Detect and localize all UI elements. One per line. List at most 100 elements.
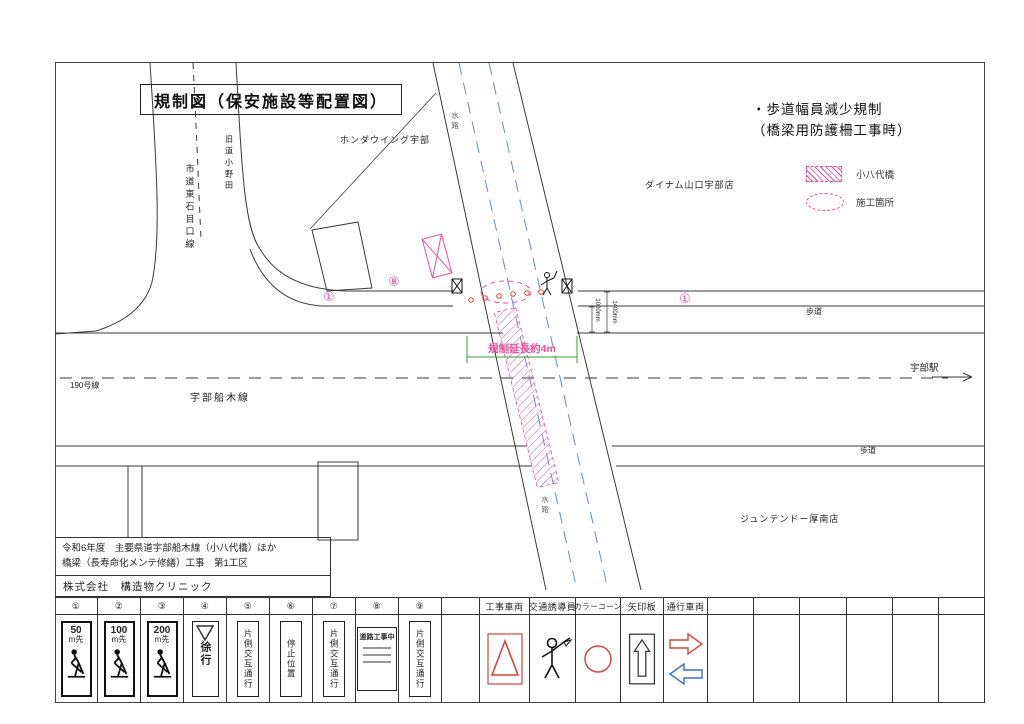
header-2: ② [98, 598, 141, 615]
arrow-board-icon [628, 633, 656, 685]
header-9: ⑨ [399, 598, 442, 615]
header-empty-6 [938, 598, 985, 615]
road-lines [54, 62, 985, 541]
header-spacer [442, 598, 480, 615]
sign-board-x-left [451, 278, 463, 294]
sign-50m-unit: m先 [68, 635, 84, 644]
legend-bridge-label: 小八代橋 [856, 170, 895, 181]
marker-8: ⑧ [388, 274, 400, 289]
alternating-traffic-text-3: 片側交互通行 [415, 629, 426, 689]
legend-row-site: 施工箇所 [806, 193, 894, 211]
label-waterway-bottom: 水路 [541, 494, 549, 514]
sign-cell-9: 片側交互通行 [399, 615, 442, 703]
alternating-traffic-sign-2: 片側交互通行 [323, 621, 345, 697]
header-1: ① [55, 598, 98, 615]
label-dim-1400: 1400mm [611, 300, 617, 323]
board-text-line [363, 654, 391, 656]
vertical-road-left-edge [54, 62, 158, 335]
drawing-title-box: 規制図（保安施設等配置図） [140, 84, 402, 115]
sign-cell-5: 片側交互通行 [227, 615, 270, 703]
parcel-boundary-line [309, 92, 437, 230]
slow-sign: 徐行 [191, 621, 219, 697]
color-cones [468, 289, 544, 303]
body-spacer [442, 615, 480, 703]
traffic-guide-figure [540, 270, 558, 296]
project-title-cell: 令和6年度 主要県道宇部船木線（小八代橋）ほか 橋梁（長寿命化メンテ修繕）工事 … [55, 538, 330, 577]
alternating-traffic-text-2: 片側交互通行 [329, 629, 340, 689]
work-notice-board [421, 233, 453, 279]
sign-50m-number: 50 [70, 625, 82, 636]
alternating-traffic-sign-1: 片側交互通行 [237, 621, 259, 697]
map-labels: ホンダウイング宇部 ダイナム山口宇部店 ジュンテンドー厚南店 宇部船木線 190… [70, 110, 939, 524]
sidewalk-line-left [249, 248, 453, 307]
board-text-line [363, 647, 391, 649]
bridge-work-hatched-strip [493, 306, 560, 489]
project-line-1: 令和6年度 主要県道宇部船木線（小八代橋）ほか [62, 543, 277, 554]
sign-cell-8: 道路工事中 [356, 615, 399, 703]
body-empty-4 [847, 615, 893, 703]
site-symbols [451, 270, 573, 296]
header-guide: 交通誘導員 [530, 598, 576, 615]
sign-100m: 100 m先 [103, 621, 135, 697]
note-line-2: （橋梁用防護柵工事時） [752, 122, 912, 138]
marker-1a: ① [323, 289, 335, 304]
sign-cell-2: 100 m先 [98, 615, 141, 703]
legend: 小八代橋 施工箇所 [806, 166, 894, 222]
header-arrow-board: 矢印板 [621, 598, 664, 615]
worker-icon [153, 649, 172, 678]
station-direction-arrow [932, 372, 973, 382]
left-arrow-icon [668, 662, 703, 686]
sign-cell-1: 50 m先 [55, 615, 98, 703]
header-empty-3 [800, 598, 847, 615]
board-text-line [363, 661, 391, 663]
body-empty-2 [754, 615, 801, 703]
label-honda: ホンダウイング宇部 [340, 134, 430, 145]
label-route190: 190号線 [70, 380, 99, 390]
traffic-arrows-icon [668, 632, 703, 686]
waterway-band [432, 62, 642, 591]
building-outline [317, 461, 359, 541]
label-regulation-length: 規制延長約4m [488, 342, 556, 355]
construction-vehicle-icon [486, 633, 523, 685]
block-parcel [311, 221, 373, 292]
dimension-line-1000 [589, 306, 595, 333]
drawing-border [55, 62, 985, 703]
stop-position-sign: 停止位置 [280, 621, 302, 697]
sign-50m: 50 m先 [60, 621, 92, 697]
label-dynam: ダイナム山口宇部店 [645, 179, 735, 190]
note-line-1: ・歩道幅員減少規制 [752, 102, 883, 117]
header-empty-1 [708, 598, 755, 615]
sign-200m-unit: m先 [154, 635, 170, 644]
sign-board-symbol-left [451, 278, 463, 294]
header-empty-2 [754, 598, 801, 615]
sign-100m-unit: m先 [111, 635, 127, 644]
dimension-line-1400 [604, 291, 610, 333]
header-empty-4 [846, 598, 893, 615]
regulation-marks [421, 233, 578, 489]
header-5: ⑤ [227, 598, 270, 615]
worker-icon [110, 649, 129, 678]
worker-icon [67, 649, 86, 678]
legend-row-bridge: 小八代橋 [806, 166, 894, 182]
roadwork-notice-board: 道路工事中 [357, 627, 397, 691]
label-sidewalk-1: 歩道 [806, 306, 822, 316]
right-arrow-icon [668, 632, 703, 656]
guide-icon-cell [530, 615, 576, 703]
sign-cell-3: 200 m先 [141, 615, 184, 703]
regulation-note: ・歩道幅員減少規制 （橋梁用防護柵工事時） [752, 100, 912, 142]
stop-position-text: 停止位置 [286, 639, 297, 679]
regulation-length-dimension [466, 336, 578, 363]
dimension-lines [589, 291, 610, 333]
company-name: 株式会社 構造物クリニック [63, 580, 213, 593]
company-cell: 株式会社 構造物クリニック [55, 576, 330, 596]
arrow-board-icon-cell [621, 615, 664, 703]
header-traffic: 通行車両 [664, 598, 708, 615]
legend-site-label: 施工箇所 [856, 198, 895, 209]
label-ube-funaki-line: 宇部船木線 [190, 391, 250, 404]
sign-cell-6: 停止位置 [270, 615, 313, 703]
header-3: ③ [141, 598, 184, 615]
sign-cell-7: 片側交互通行 [313, 615, 356, 703]
color-cone-icon [584, 645, 612, 673]
slow-sign-text: 徐行 [199, 641, 211, 667]
